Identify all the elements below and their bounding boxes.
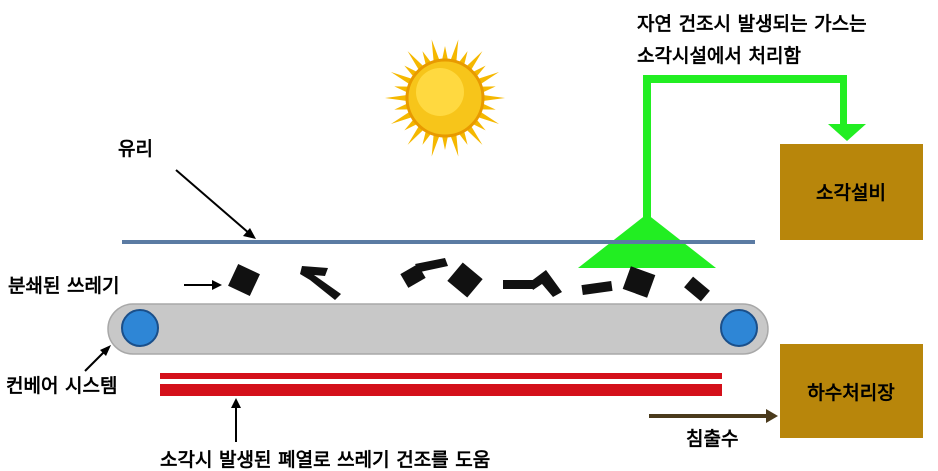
leachate-arrow [649, 409, 778, 423]
crushed-waste-label: 분쇄된 쓰레기 [8, 275, 120, 297]
sun-ray [385, 95, 408, 101]
sun-ray [482, 95, 505, 101]
glass-pointer-arrow [175, 169, 256, 239]
sun-ray [422, 130, 432, 145]
sun-ray [481, 103, 496, 110]
waste-heat-label: 소각시 발생된 폐열로 쓰레기 건조를 도움 [160, 449, 490, 471]
conveyor-belt-body [107, 303, 769, 355]
waste-piece [581, 280, 613, 296]
sun-ray [407, 51, 424, 71]
gas-note-line1: 자연 건조시 발생되는 가스는 [637, 13, 867, 35]
sun-icon [385, 39, 505, 157]
sun-ray [390, 111, 413, 125]
sun-ray [450, 39, 459, 62]
conveyor-pointer-arrow [84, 345, 111, 372]
sun-ray [466, 51, 483, 71]
heater-bar-bottom [160, 384, 722, 396]
sun-ray [394, 103, 409, 110]
sun-ray [394, 86, 409, 93]
sun-ray [450, 134, 459, 157]
incinerator-rect [780, 144, 923, 240]
gas-arrow-head [828, 124, 866, 141]
sun-ray [431, 134, 440, 157]
sun-ray [431, 39, 440, 62]
glass-label: 유리 [118, 138, 153, 160]
sun-ray [442, 46, 448, 61]
sun-ray [477, 111, 500, 125]
sun-ray [458, 130, 468, 145]
gas-note-line2: 소각시설에서 처리함 [637, 45, 801, 67]
sun-ray [481, 86, 496, 93]
waste-piece [530, 270, 562, 297]
crushed-waste-pieces [228, 258, 710, 302]
waste-piece [447, 262, 483, 298]
crushed-waste-arrow [184, 280, 222, 290]
wastewater-treatment-rect [780, 344, 923, 438]
waste-piece [415, 258, 448, 272]
heater-bar-top [160, 373, 722, 379]
wastewater-treatment-box: 하수처리장 [780, 344, 923, 438]
waste-heat-pointer-arrow [231, 398, 241, 442]
waste-heat-heater [160, 373, 722, 396]
waste-piece [622, 266, 656, 298]
sun-ray [390, 71, 413, 85]
waste-piece [503, 280, 533, 289]
glass-line [122, 240, 755, 244]
leachate-label: 침출수 [686, 428, 738, 450]
sun-ray [442, 135, 448, 150]
sun-ray [458, 51, 468, 66]
sun-ray [466, 125, 483, 145]
sun-ray [407, 125, 424, 145]
sun-ray [477, 71, 500, 85]
waste-piece [228, 264, 260, 296]
sun-highlight [416, 68, 464, 116]
conveyor-system-label: 컨베어 시스템 [6, 375, 118, 397]
incinerator-box: 소각설비 [780, 144, 923, 240]
conveyor-belt [107, 303, 769, 355]
roller-icon [121, 309, 159, 347]
waste-piece [684, 276, 710, 302]
roller-icon [720, 309, 758, 347]
incinerator-label: 소각설비 [816, 182, 886, 204]
sun-ray [422, 51, 432, 66]
waste-piece [300, 266, 341, 300]
wastewater-treatment-label: 하수처리장 [807, 382, 895, 404]
